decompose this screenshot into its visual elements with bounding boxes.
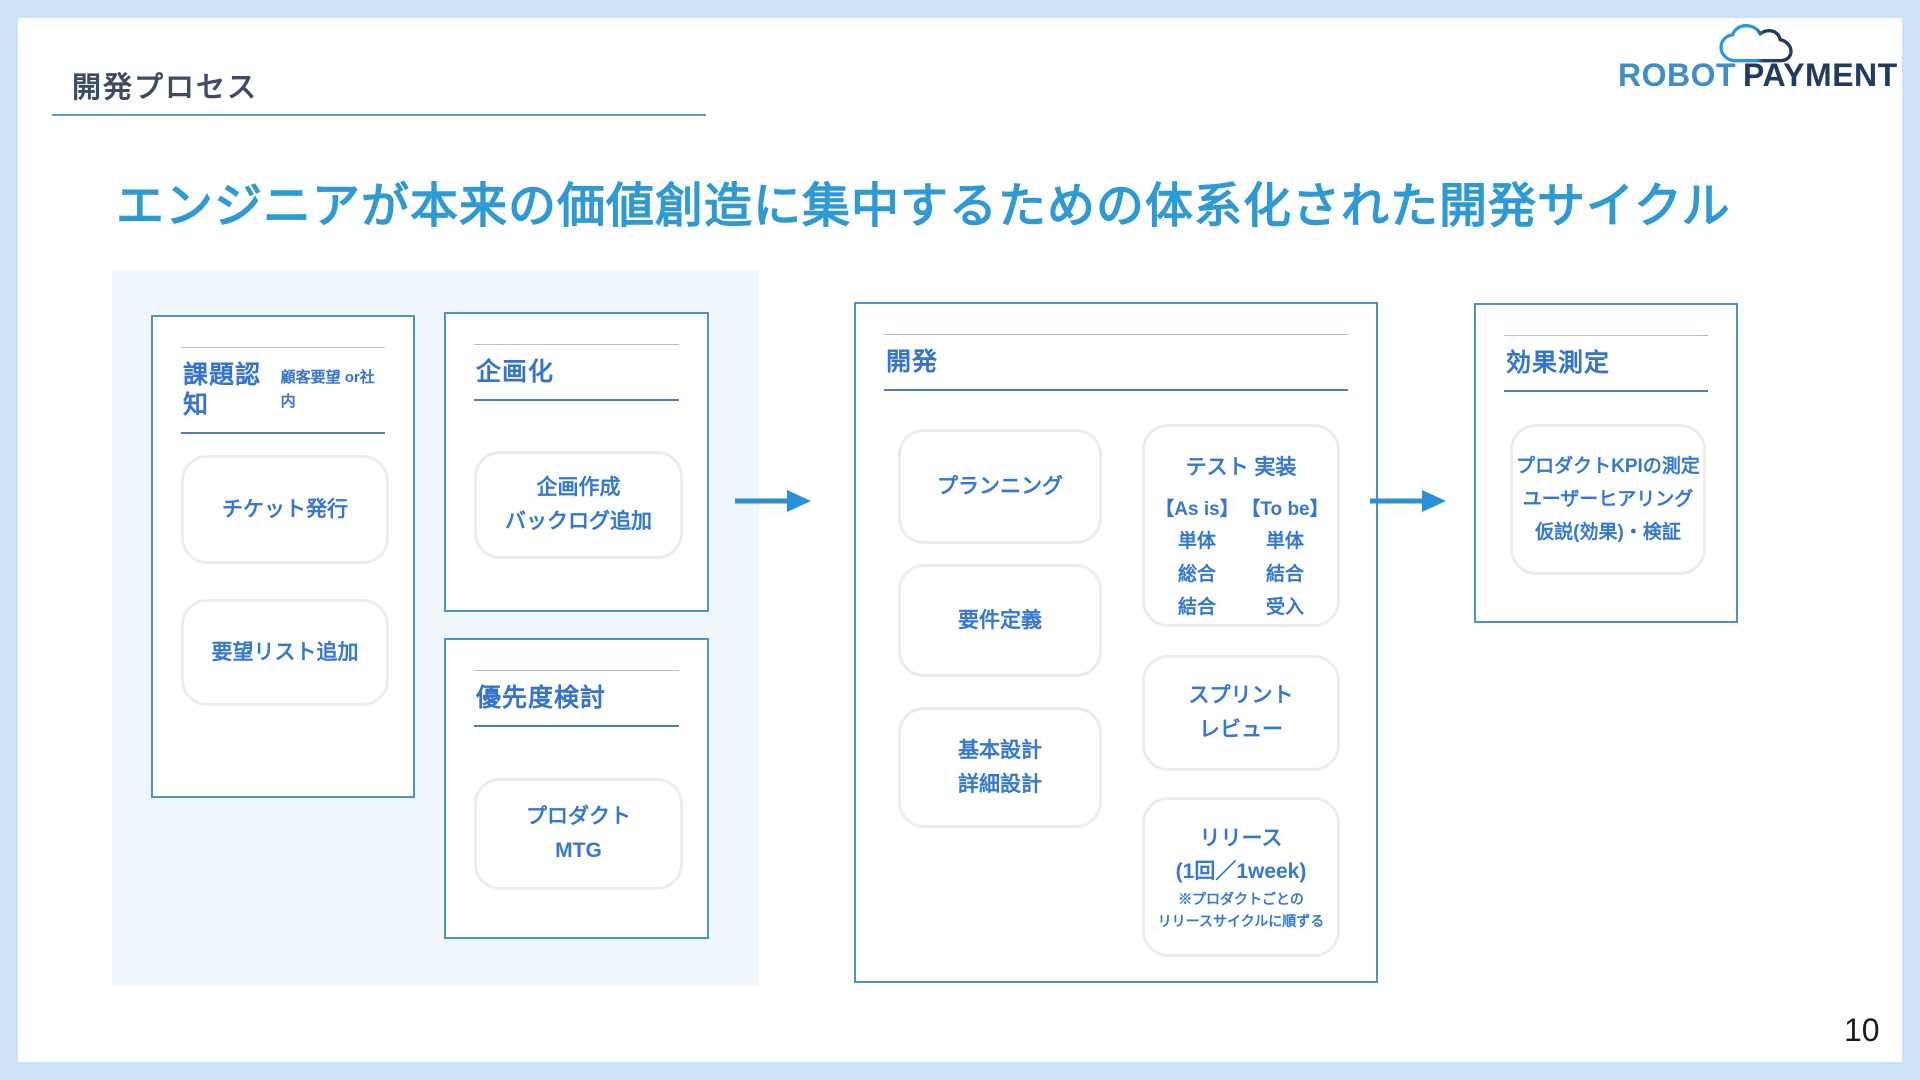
card-ticket-issue: チケット発行 — [181, 455, 389, 564]
stage-header-dev: 開発 — [884, 334, 1348, 391]
card-requirements: 要件定義 — [898, 564, 1102, 677]
card-sprint-review: スプリント レビュー — [1142, 655, 1340, 771]
stage-header-measure: 効果測定 — [1504, 335, 1708, 392]
logo-text-payment: PAYMENT — [1743, 57, 1898, 93]
card-test-impl: テスト 実装 【As is】 【To be】 単体 単体 総合 結合 結合 受入 — [1142, 424, 1340, 627]
issue-note: 顧客要望 or社内 — [280, 369, 375, 410]
card-release: リリース (1回／1week) ※プロダクトごとの リリースサイクルに順ずる — [1142, 797, 1340, 957]
stage-header-priority: 優先度検討 — [474, 670, 679, 727]
stage-title-dev: 開発 — [886, 348, 939, 376]
card-plan-create: 企画作成 バックログ追加 — [474, 451, 683, 559]
card-design: 基本設計 詳細設計 — [898, 707, 1102, 828]
page-number: 10 — [1844, 1012, 1880, 1048]
stage-box-measure: 効果測定 プロダクトKPIの測定 ユーザーヒアリング 仮説(効果)・検証 — [1474, 303, 1738, 623]
title-underline — [52, 114, 706, 116]
stage-box-dev: 開発 プランニング 要件定義 基本設計 詳細設計 テスト 実装 【As is】 … — [854, 302, 1378, 983]
card-request-list: 要望リスト追加 — [181, 599, 389, 706]
card-planning: プランニング — [898, 429, 1102, 544]
stage-box-planning: 企画化 企画作成 バックログ追加 — [444, 312, 709, 612]
stage-title-priority: 優先度検討 — [476, 684, 607, 712]
cloud-icon — [1719, 24, 1793, 63]
test-impl-header: テスト 実装 — [1185, 456, 1297, 479]
stage-header-planning: 企画化 — [474, 344, 679, 401]
main-heading: エンジニアが本来の価値創造に集中するための体系化された開発サイクル — [116, 180, 1731, 233]
arrow-right-icon — [1370, 490, 1446, 512]
stage-title-planning: 企画化 — [476, 358, 555, 386]
arrow-right-icon — [735, 490, 811, 512]
stage-box-issue: 課題認知 顧客要望 or社内 チケット発行 要望リスト追加 — [151, 315, 415, 798]
logo-text-robot: ROBOT — [1618, 57, 1737, 93]
stage-box-priority: 優先度検討 プロダクト MTG — [444, 638, 709, 939]
test-impl-grid: 【As is】 【To be】 単体 単体 総合 結合 結合 受入 — [1155, 498, 1329, 618]
page-title: 開発プロセス — [72, 72, 259, 104]
card-product-mtg: プロダクト MTG — [474, 778, 683, 890]
card-measure-items: プロダクトKPIの測定 ユーザーヒアリング 仮説(効果)・検証 — [1510, 424, 1706, 575]
stage-title-measure: 効果測定 — [1506, 349, 1611, 377]
stage-header-issue: 課題認知 顧客要望 or社内 — [181, 347, 385, 434]
stage-title-issue: 課題認知 — [183, 361, 262, 419]
